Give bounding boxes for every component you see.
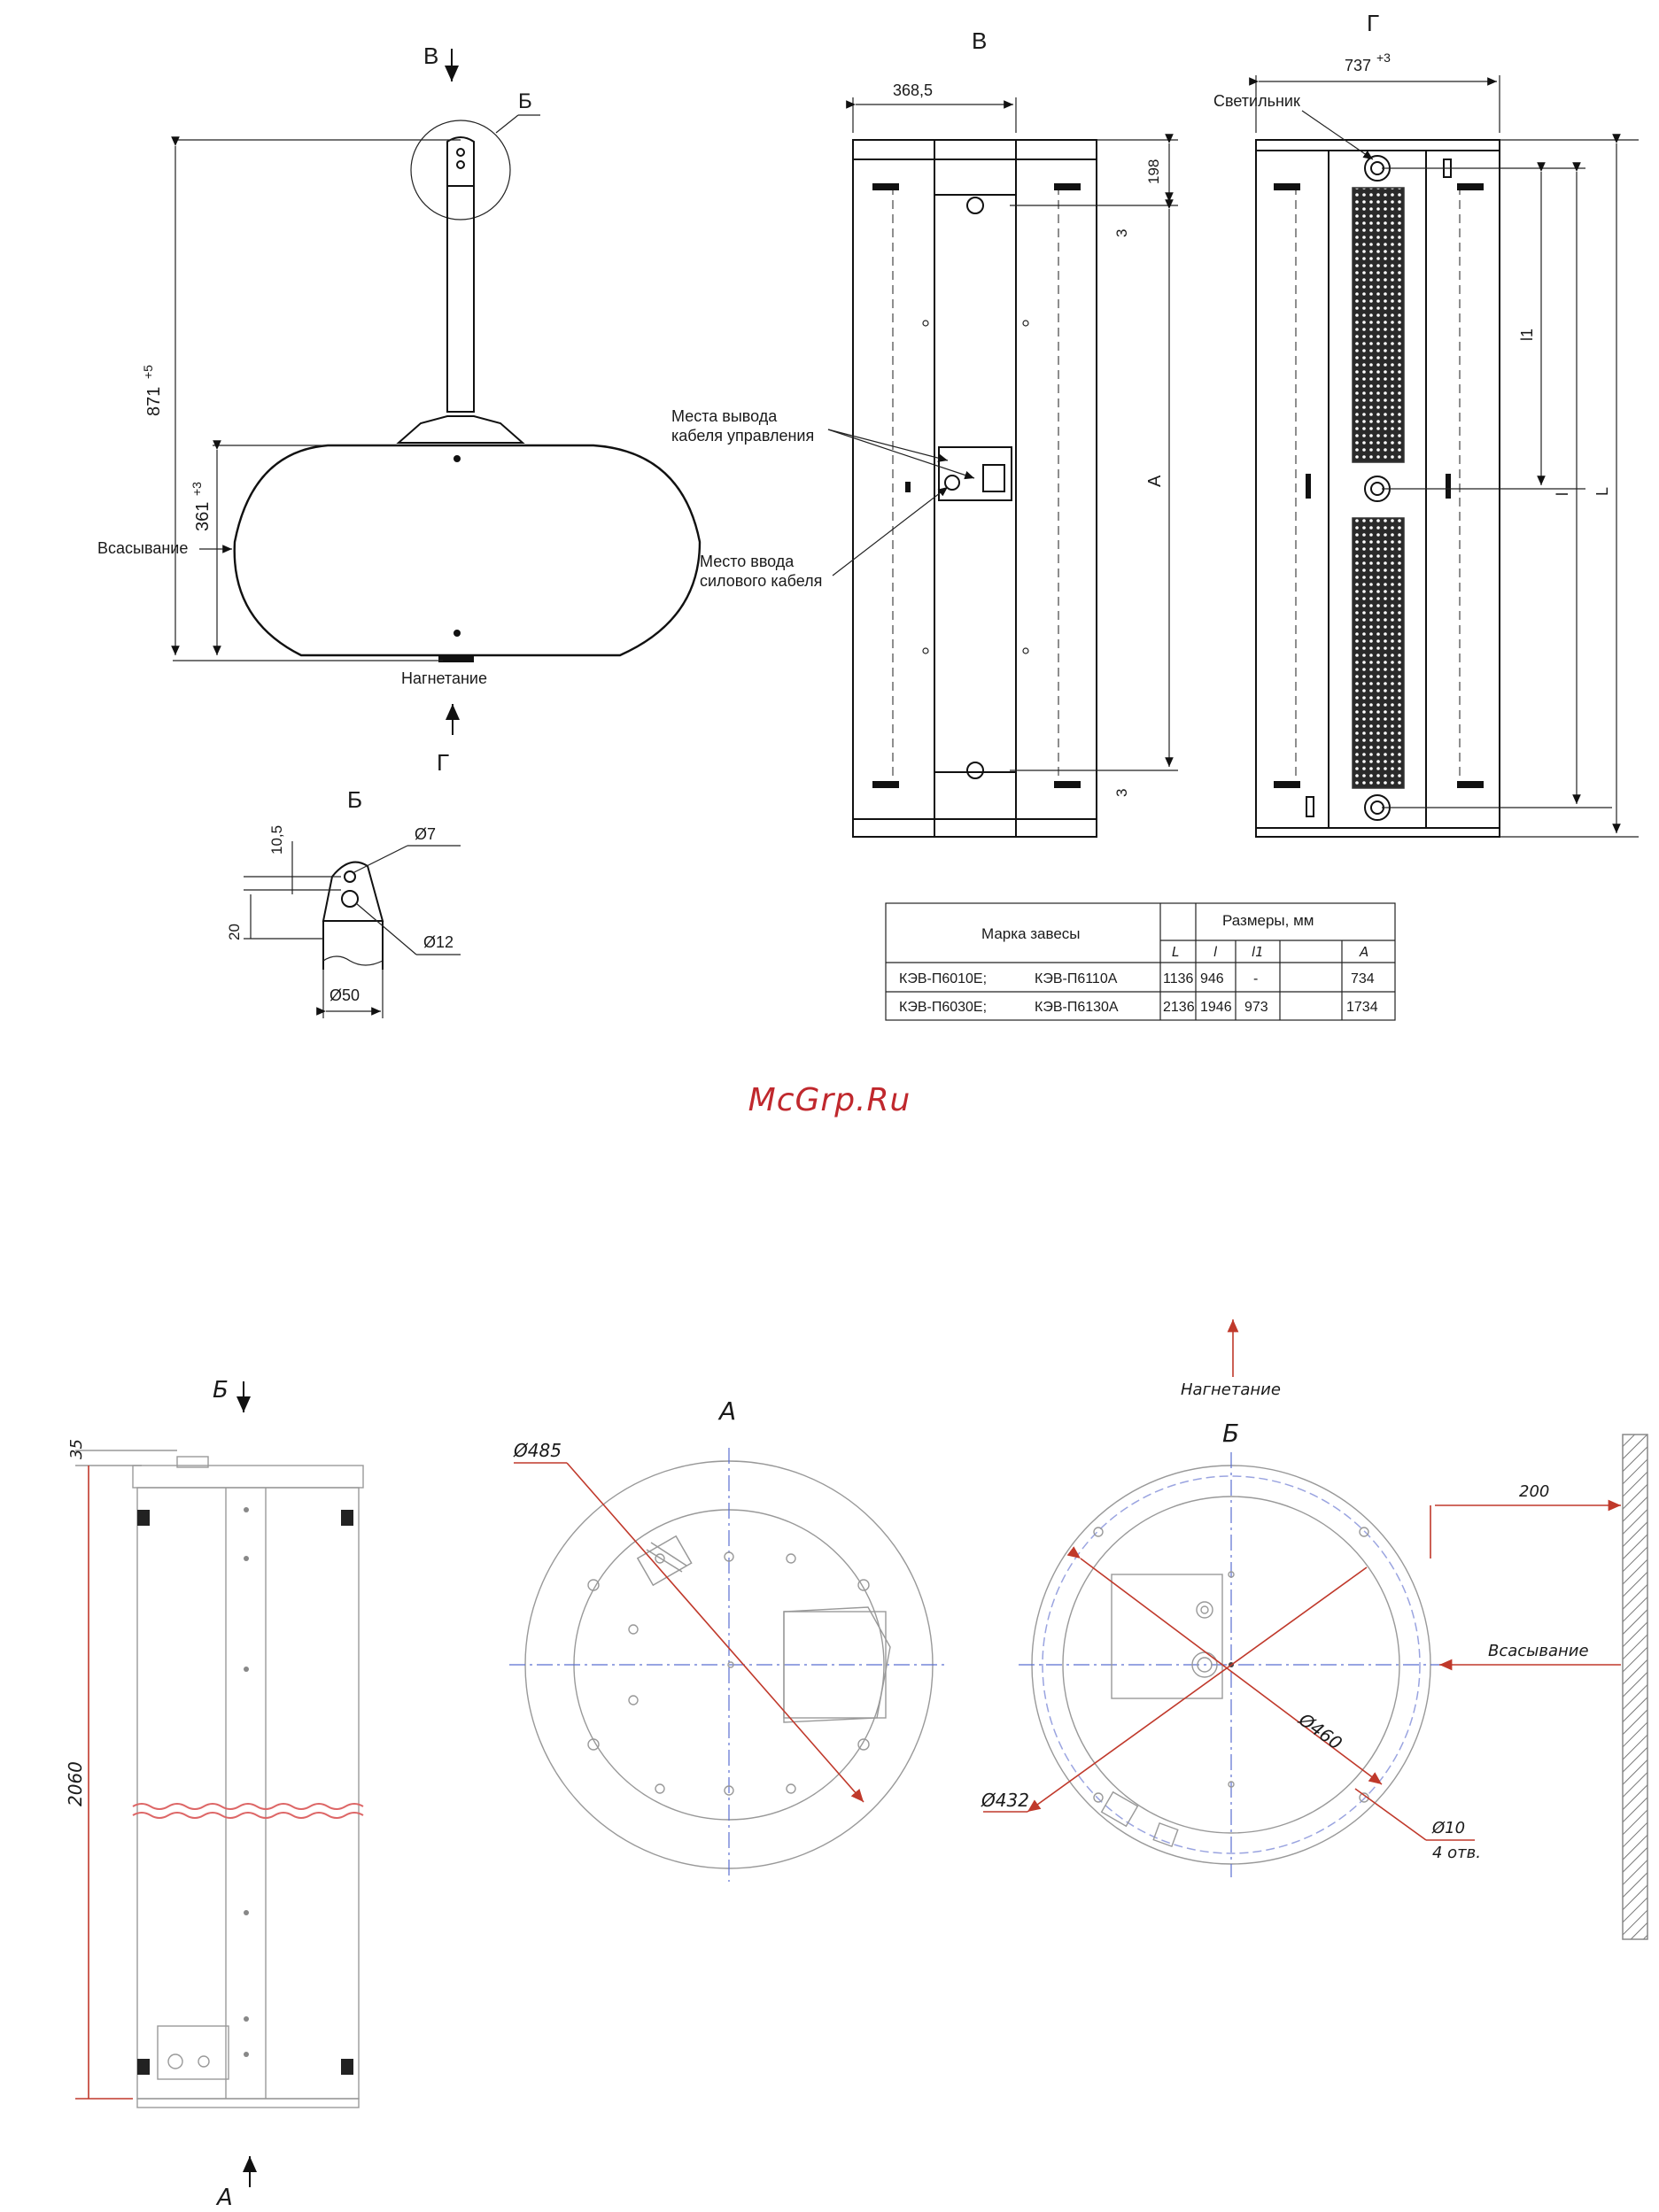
power-cable-label-1: Место ввода [700, 553, 795, 570]
view-b: Нагнетание Б Ø460 Ø432 Ø10 4 отв. [981, 1319, 1648, 1940]
view-g-width: 737 [1345, 57, 1371, 74]
lamp-label: Светильник [1213, 92, 1300, 110]
dia-12: Ø12 [423, 933, 454, 951]
dim-l: l [1554, 492, 1571, 496]
view-a-title: А [717, 1396, 736, 1426]
table-sub-A: A [1359, 944, 1368, 960]
table-cell: 946 [1200, 971, 1224, 986]
view-a: А Ø485 [509, 1396, 948, 1882]
dim-20: 20 [226, 924, 243, 940]
table-cell: КЭВ-П6110А [1035, 971, 1118, 986]
dim-total-tol: +5 [141, 365, 155, 379]
dia-50: Ø50 [329, 986, 360, 1004]
detail-b-title: Б [347, 786, 362, 813]
watermark: McGrp.Ru [748, 1082, 911, 1118]
dim-3-top: 3 [1113, 229, 1130, 237]
front-view-arrow-top: Б [213, 1377, 229, 1404]
table-col-sizes: Размеры, мм [1222, 912, 1314, 929]
view-v-width: 368,5 [893, 81, 933, 99]
dim-10-5: 10,5 [268, 825, 285, 855]
dim-a: А [1145, 475, 1165, 487]
table-cell: - [1253, 971, 1258, 986]
dim-200: 200 [1519, 1482, 1549, 1501]
dim-35: 35 [67, 1439, 86, 1459]
front-view: Б 35 2060 А [65, 1377, 364, 2211]
view-g-width-tol: +3 [1376, 50, 1391, 65]
table-sub-L: L [1172, 944, 1179, 960]
table-cell: 1946 [1200, 1000, 1232, 1015]
dim-body-tol: +3 [190, 482, 204, 496]
view-v-title: В [972, 27, 987, 54]
table-cell: 1734 [1346, 1000, 1378, 1015]
dia-10: Ø10 [1431, 1819, 1465, 1837]
table-cell: КЭВ-П6030Е; [899, 1000, 987, 1015]
dia-485: Ø485 [513, 1440, 562, 1461]
table-cell: 1136 [1163, 971, 1194, 986]
view-g: Г 737 +3 Светильник [1213, 10, 1639, 838]
table-row: КЭВ-П6010Е; КЭВ-П6110А 1136 946 - 734 [899, 971, 1375, 986]
view-v: В 368,5 198 3 А 3 [671, 27, 1178, 838]
control-cable-label-2: кабеля управления [671, 427, 814, 445]
power-cable-label-2: силового кабеля [700, 572, 822, 590]
dim-l1: l1 [1518, 329, 1536, 341]
size-table: Марка завесы Размеры, мм L l l1 A КЭВ-П6… [885, 902, 1396, 1021]
dim-L: L [1593, 487, 1611, 496]
dim-2060: 2060 [65, 1761, 86, 1806]
control-cable-label-1: Места вывода [671, 407, 778, 425]
detail-b: Б 10,5 20 Ø7 Ø12 Ø50 [226, 786, 461, 1018]
table-cell: 734 [1351, 971, 1375, 986]
side-view: В Б 871 +5 361 +3 Всасывание Нагнетан [97, 43, 702, 776]
side-view-arrow-label: В [423, 43, 438, 69]
table-col-model: Марка завесы [981, 925, 1081, 942]
dim-198: 198 [1145, 159, 1162, 184]
dia-7: Ø7 [415, 825, 436, 843]
callout-label: Б [518, 89, 532, 113]
view-g-title: Г [1367, 10, 1379, 36]
inlet-bottom-label: Всасывание [1488, 1642, 1589, 1660]
table-cell: 973 [1244, 1000, 1268, 1015]
dim-total: 871 [144, 387, 164, 416]
table-row: КЭВ-П6030Е; КЭВ-П6130А 2136 1946 973 173… [899, 1000, 1378, 1015]
outlet-label: Нагнетание [401, 669, 487, 687]
table-cell: КЭВ-П6010Е; [899, 971, 987, 986]
table-cell: КЭВ-П6130А [1035, 1000, 1119, 1015]
dim-3-bottom: 3 [1113, 789, 1130, 797]
table-sub-l1: l1 [1252, 944, 1264, 960]
dia-460: Ø460 [1294, 1708, 1346, 1754]
dia-432: Ø432 [981, 1790, 1029, 1811]
side-view-arrow-bottom: Г [437, 749, 449, 776]
table-cell: 2136 [1163, 1000, 1195, 1015]
inlet-label: Всасывание [97, 539, 188, 557]
front-view-arrow-bottom: А [215, 2185, 233, 2211]
outlet-top-label: Нагнетание [1181, 1381, 1281, 1399]
dim-body: 361 [193, 502, 213, 531]
view-b-title: Б [1222, 1419, 1239, 1448]
table-sub-l: l [1213, 944, 1218, 960]
holes-label: 4 отв. [1432, 1844, 1481, 1862]
